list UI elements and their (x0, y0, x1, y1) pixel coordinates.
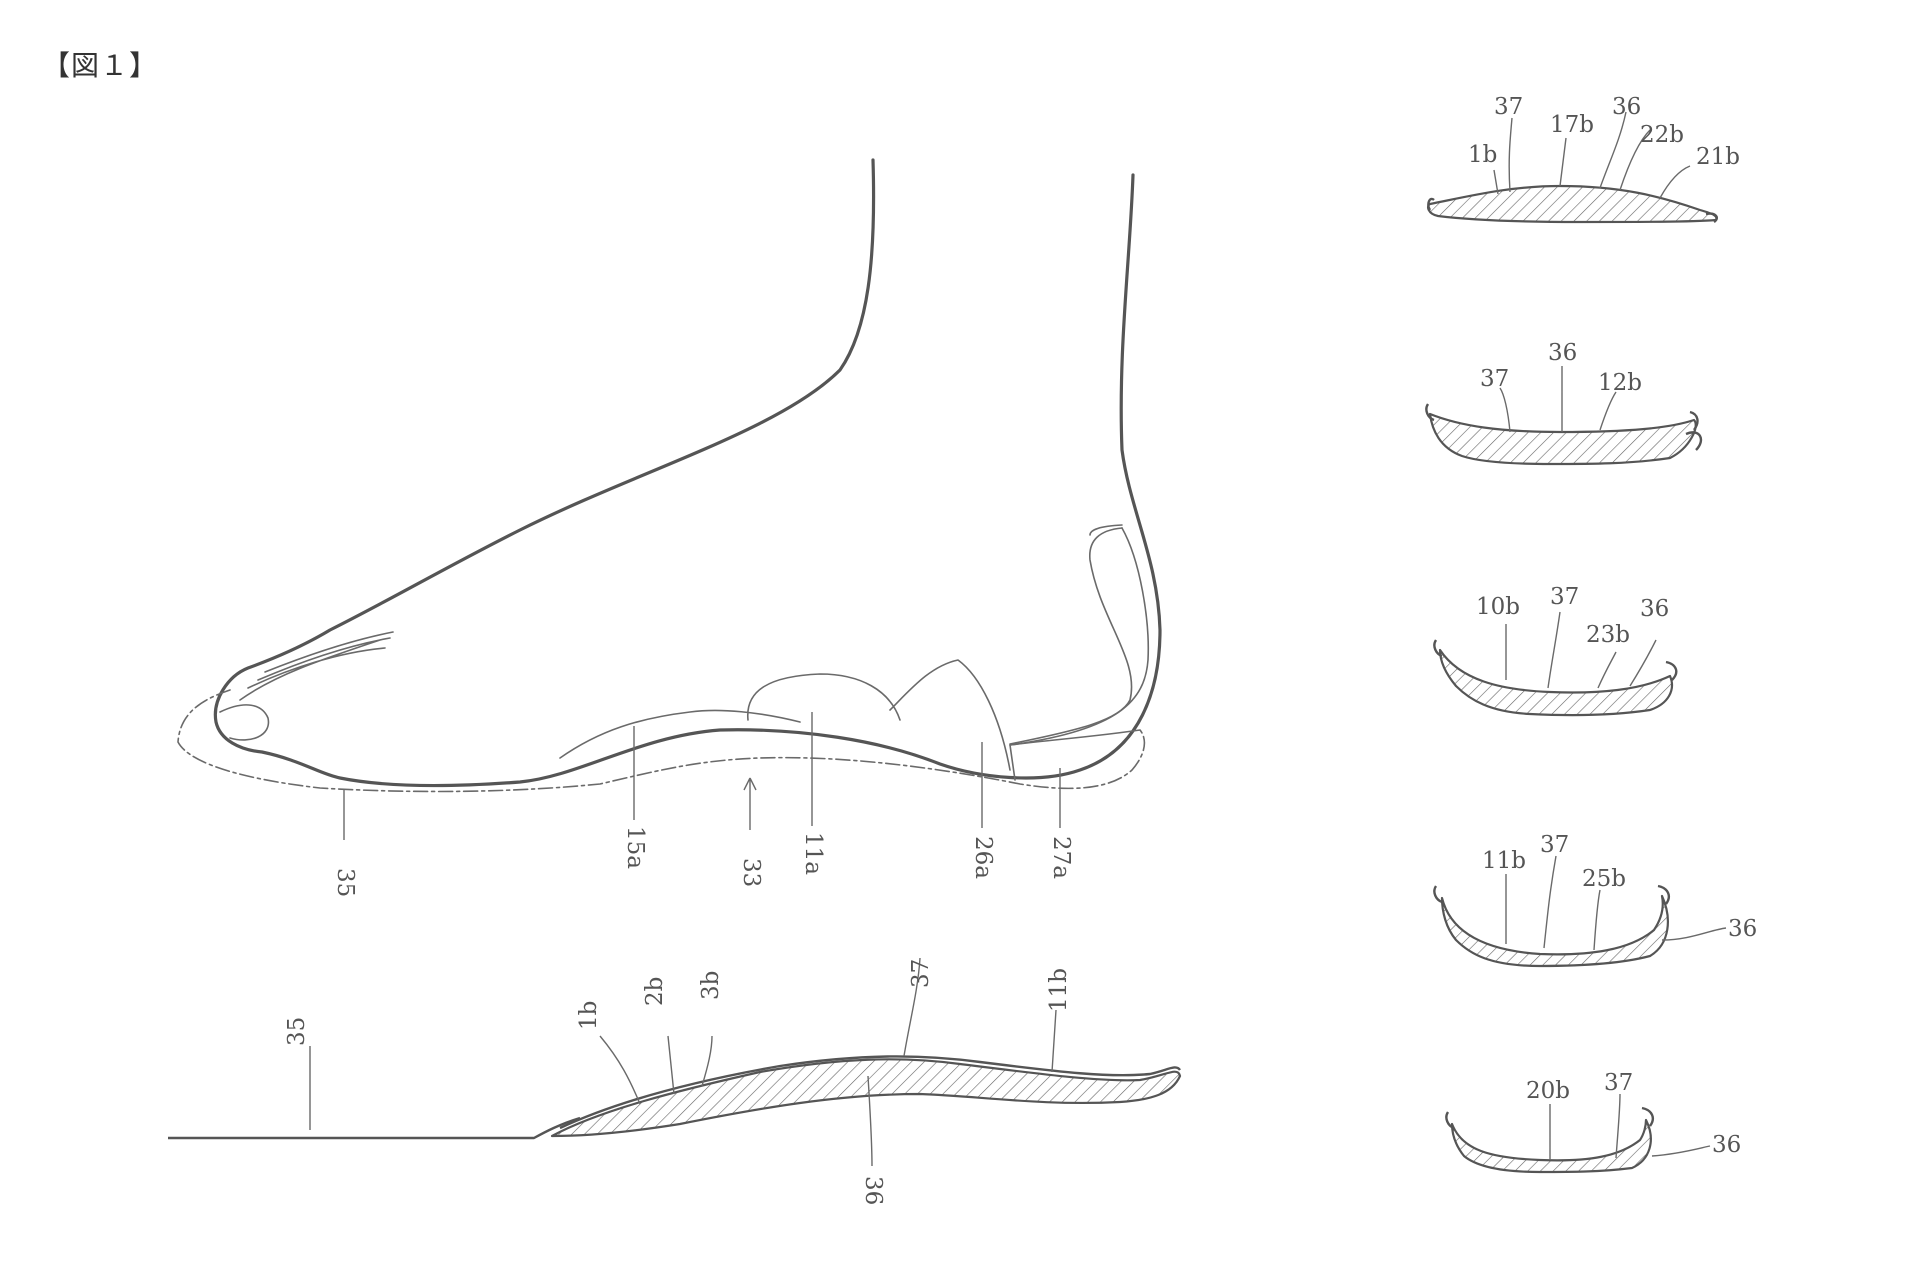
section-4-label-11b: 11b (1482, 848, 1526, 874)
insole-label-35: 35 (284, 1017, 310, 1046)
section-1-label-36: 36 (1612, 94, 1641, 120)
section-1-body (1427, 184, 1718, 224)
section-5-leaders (1549, 1093, 1711, 1160)
section-3-shell (1433, 639, 1678, 681)
section-2-label-12b: 12b (1598, 370, 1642, 396)
insole-hatched-body (550, 1058, 1182, 1138)
insole-label-3b: 3b (698, 971, 724, 1000)
arrow-33 (743, 777, 757, 830)
section-5-body (1450, 1118, 1652, 1174)
side-label-35: 35 (332, 868, 358, 897)
section-5-shell (1445, 1106, 1654, 1130)
section-1-label-1b: 1b (1468, 142, 1497, 168)
side-leaders (343, 712, 1061, 840)
insole-longitudinal-section: 35 1b 2b 3b 37 11b 36 (168, 957, 1182, 1205)
section-3-label-36: 36 (1640, 596, 1669, 622)
section-4-label-37: 37 (1540, 832, 1569, 858)
section-2-label-37: 37 (1480, 366, 1509, 392)
insole-leaders (309, 957, 1057, 1167)
section-3-label-10b: 10b (1476, 594, 1520, 620)
section-5-label-37: 37 (1604, 1070, 1633, 1096)
arch-regions (559, 524, 1141, 781)
section-1-label-37: 37 (1494, 94, 1523, 120)
insole-label-2b: 2b (642, 977, 668, 1006)
toe-lines (219, 631, 394, 741)
section-4-body (1440, 894, 1669, 968)
section-4-label-36: 36 (1728, 916, 1757, 942)
side-label-33: 33 (738, 858, 764, 887)
section-3-leaders (1505, 611, 1657, 689)
heel-counter-inner (1009, 527, 1150, 746)
cross-section-4: 37 11b 25b 36 (1433, 832, 1757, 968)
section-5-label-20b: 20b (1526, 1078, 1570, 1104)
insole-top-skin (559, 1055, 1181, 1130)
section-5-label-36: 36 (1712, 1132, 1741, 1158)
section-2-label-36: 36 (1548, 340, 1577, 366)
side-label-11a: 11a (800, 832, 826, 875)
cross-section-3: 37 36 10b 23b (1433, 584, 1678, 717)
section-1-label-22b: 22b (1640, 122, 1684, 148)
section-2-leaders (1499, 366, 1617, 433)
figure-title: 【図１】 (42, 49, 159, 82)
insole-label-11b: 11b (1046, 968, 1072, 1012)
cross-section-5: 37 20b 36 (1445, 1070, 1741, 1174)
section-1-leaders (1493, 111, 1691, 199)
side-label-15a: 15a (622, 826, 648, 869)
section-3-body (1438, 648, 1674, 717)
heel-counter (1009, 527, 1133, 745)
section-3-label-23b: 23b (1586, 622, 1630, 648)
section-1-label-21b: 21b (1696, 144, 1740, 170)
section-3-label-37: 37 (1550, 584, 1579, 610)
insole-label-37: 37 (908, 959, 934, 988)
section-4-label-25b: 25b (1582, 866, 1626, 892)
section-2-shell (1425, 403, 1703, 451)
section-2-body (1428, 412, 1697, 466)
section-1-label-17b: 17b (1550, 112, 1594, 138)
insole-label-1b: 1b (576, 1001, 602, 1030)
cross-section-1: 37 36 1b 17b 22b 21b (1427, 94, 1740, 224)
foot-side-view: 35 15a 33 11a 26a 27a (177, 158, 1162, 897)
section-4-shell (1433, 884, 1670, 905)
insole-dash-outline (177, 689, 1146, 793)
side-label-27a: 27a (1048, 836, 1074, 879)
cross-section-2: 36 37 12b (1425, 340, 1703, 466)
insole-label-36: 36 (860, 1176, 886, 1205)
side-label-26a: 26a (970, 836, 996, 879)
section-4-leaders (1505, 855, 1727, 951)
insole-baseline (168, 1116, 581, 1140)
foot-outline (213, 158, 1162, 788)
section-1-shell (1427, 197, 1718, 223)
